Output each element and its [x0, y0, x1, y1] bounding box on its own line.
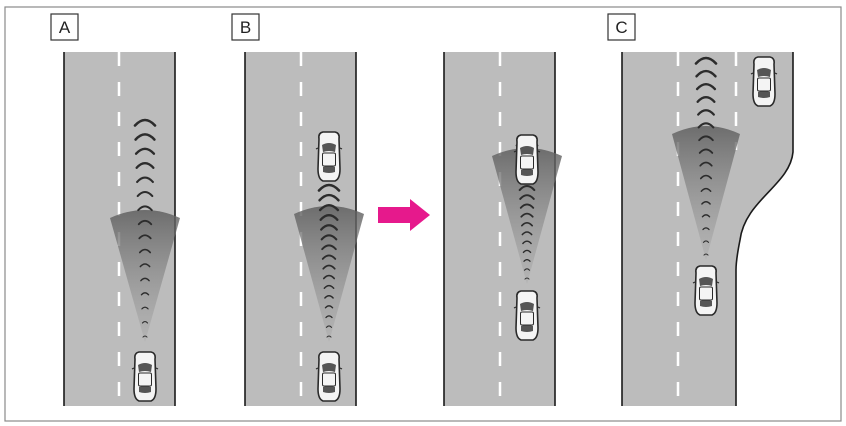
car-icon: [750, 56, 778, 107]
car-icon: [692, 265, 720, 316]
svg-text:B: B: [240, 18, 251, 37]
radar-beam-icon: [110, 118, 180, 342]
radar-beam-icon: [294, 183, 364, 342]
car-icon: [315, 351, 343, 402]
car-icon: [513, 290, 541, 341]
car-icon: [131, 351, 159, 402]
panel-label-c: C: [607, 13, 636, 41]
svg-text:C: C: [615, 18, 627, 37]
panel-label-a: A: [50, 13, 79, 41]
radar-beam-icon: [672, 56, 740, 260]
svg-text:A: A: [59, 18, 71, 37]
panel-label-b: B: [231, 13, 260, 41]
car-icon: [513, 134, 541, 185]
right-arrow-icon: [378, 199, 430, 231]
car-icon: [315, 131, 343, 182]
